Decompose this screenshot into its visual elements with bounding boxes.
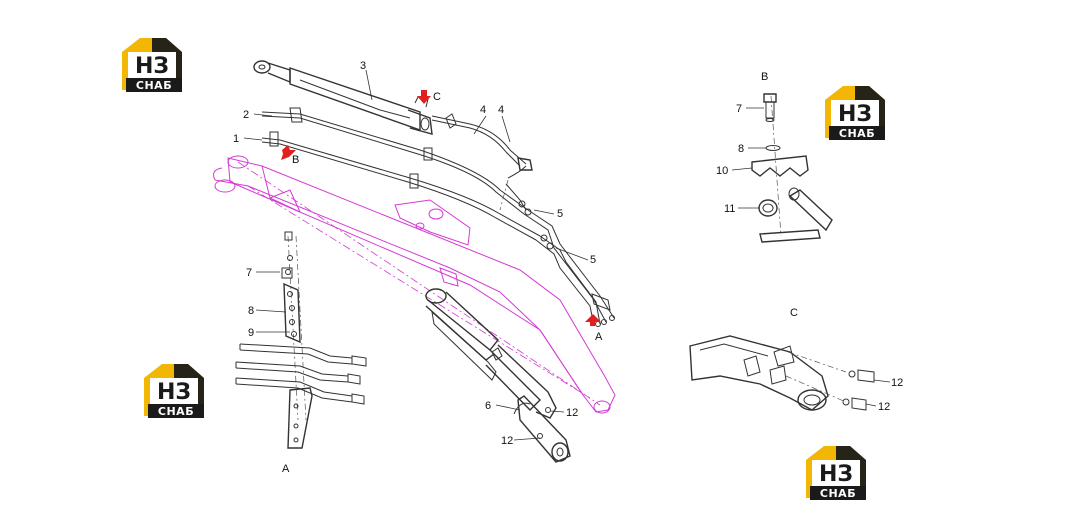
marker-a: A xyxy=(595,331,603,343)
callout-5a: 5 xyxy=(557,208,563,220)
logo-1: НЗ СНАБ xyxy=(122,38,182,92)
marker-b: B xyxy=(292,154,299,166)
logo-top-text: НЗ xyxy=(819,462,853,487)
logo-2: НЗ СНАБ xyxy=(825,86,885,140)
view-c-detail xyxy=(689,335,875,411)
view-marker-labels: C B A xyxy=(292,91,603,343)
logo-top-text: НЗ xyxy=(838,102,872,127)
leader-lines xyxy=(243,69,891,441)
callout-b-11: 11 xyxy=(724,203,735,215)
callout-2: 2 xyxy=(243,109,249,121)
logo-top-text: НЗ xyxy=(135,54,169,79)
callout-12a: 12 xyxy=(566,407,578,419)
view-title-a: A xyxy=(282,463,290,475)
upper-cylinder xyxy=(253,60,433,135)
callout-3: 3 xyxy=(360,60,366,72)
view-a-detail xyxy=(235,231,367,449)
callout-a-9: 9 xyxy=(248,327,254,339)
arrow-b xyxy=(281,145,296,160)
view-title-b: B xyxy=(761,71,768,83)
callout-c-12a: 12 xyxy=(891,377,903,389)
callout-4a: 4 xyxy=(480,104,486,116)
view-title-c: C xyxy=(790,307,798,319)
logo-4: НЗ СНАБ xyxy=(806,446,866,500)
callout-5b: 5 xyxy=(590,254,596,266)
hydraulic-hoses xyxy=(261,107,615,327)
callout-labels: 3 4 4 2 1 5 5 6 12 12 7 8 9 7 8 10 11 12… xyxy=(233,60,903,447)
logo-bottom-text: СНАБ xyxy=(839,127,875,140)
callout-a-8: 8 xyxy=(248,305,254,317)
callout-c-12b: 12 xyxy=(878,401,890,413)
marker-c: C xyxy=(433,91,441,103)
callout-a-7: 7 xyxy=(246,267,252,279)
logo-3: НЗ СНАБ xyxy=(144,364,204,418)
callout-b-7: 7 xyxy=(736,103,742,115)
logo-top-text: НЗ xyxy=(157,380,191,405)
logo-bottom-text: СНАБ xyxy=(136,79,172,92)
logo-bottom-text: СНАБ xyxy=(820,487,856,500)
callout-1: 1 xyxy=(233,133,239,145)
arrow-c xyxy=(417,90,431,104)
arrow-a xyxy=(585,314,601,326)
boom-structure xyxy=(213,155,616,414)
callout-12b: 12 xyxy=(501,435,513,447)
callout-6: 6 xyxy=(485,400,491,412)
callout-b-8: 8 xyxy=(738,143,744,155)
callout-b-10: 10 xyxy=(716,165,728,177)
boom-cylinder xyxy=(425,288,571,463)
view-b-detail xyxy=(751,93,833,243)
logo-bottom-text: СНАБ xyxy=(158,405,194,418)
view-arrows xyxy=(281,90,601,326)
callout-4b: 4 xyxy=(498,104,504,116)
view-title-labels: A B C xyxy=(282,71,798,475)
